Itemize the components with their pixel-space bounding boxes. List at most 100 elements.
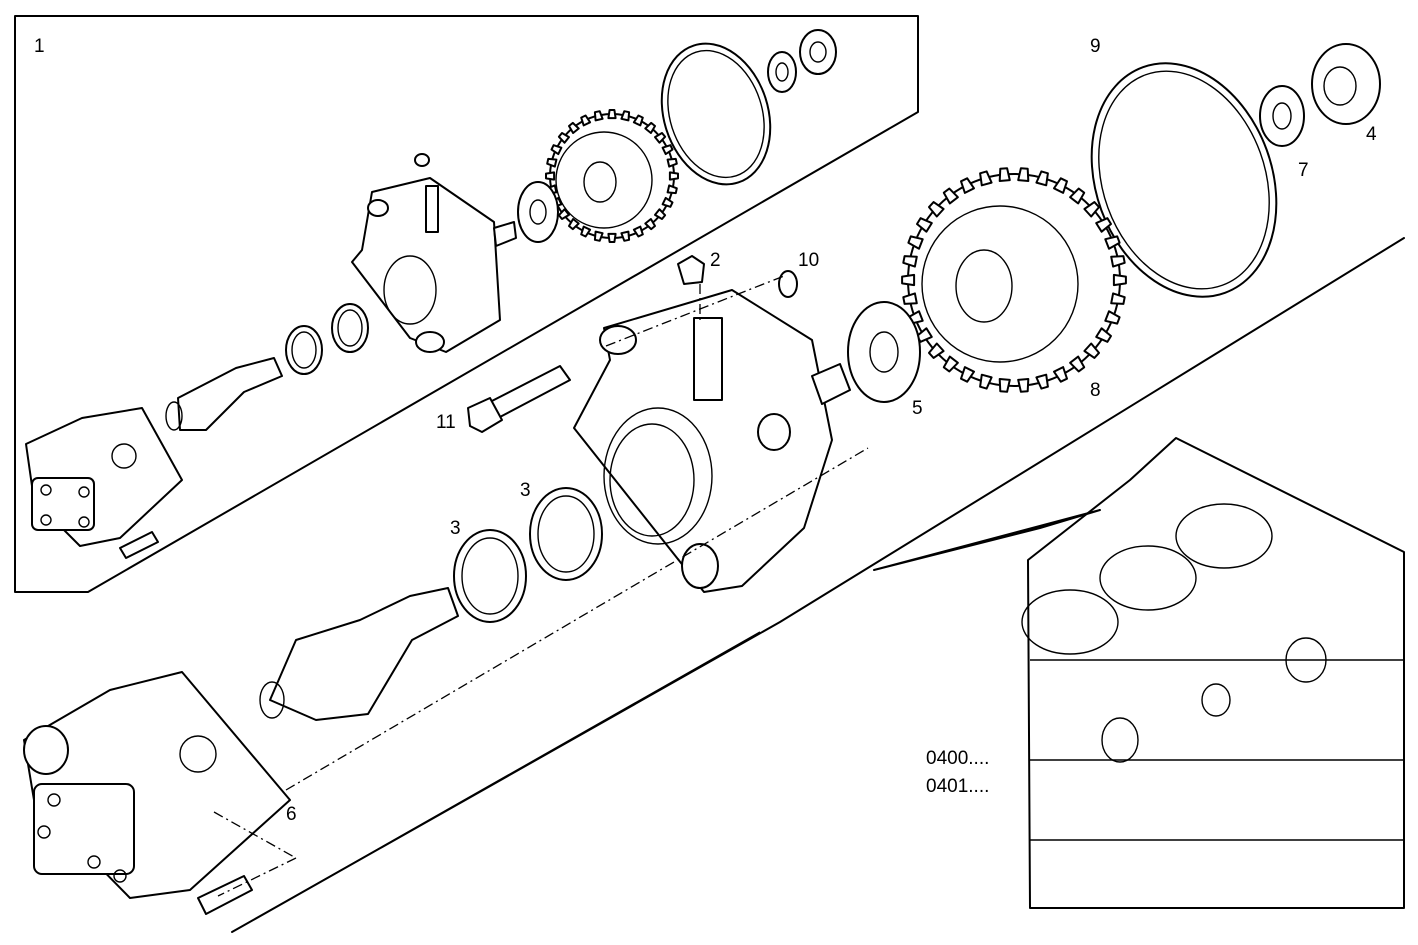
gear-tooth [902,292,918,305]
gear-tooth [1069,187,1086,205]
gear-tooth [960,177,975,194]
gear-tooth [998,378,1011,393]
gear-tooth [1035,373,1049,390]
main-view-frame [231,237,1405,933]
gear-tooth [902,255,918,268]
gear-tooth [654,132,667,144]
callout-4: 4 [1366,124,1377,145]
gear-tooth [644,121,656,134]
gear-tooth [1035,170,1049,187]
inset-pump-unit [25,407,183,547]
nut-4 [1311,43,1381,125]
gear-tooth [1053,366,1068,383]
gear-tooth [666,184,678,195]
callout-11: 11 [436,412,456,433]
gear-tooth [1112,273,1127,287]
gear-tooth [1110,292,1126,305]
callout-10: 10 [798,250,819,271]
gear-tooth [607,232,617,243]
inset-bushing-b [285,325,323,375]
gear-tooth [916,217,933,233]
gear-tooth [557,132,570,144]
pump-housing [573,289,851,593]
gear-tooth [1104,235,1121,250]
inset-screw [119,531,159,559]
gear-8 [901,167,1127,393]
gear-tooth [546,157,558,168]
reference-0401: 0401.... [926,776,989,797]
gear-tooth [580,225,592,238]
gear-tooth [593,110,604,122]
bushing-3-inner [453,529,527,623]
callout-6: 6 [286,804,297,825]
gear-tooth [593,230,604,242]
spacer-5 [847,301,921,403]
gear-tooth [654,208,667,220]
gear-tooth [907,235,924,250]
gear-tooth [661,196,674,208]
reference-codes: 0400.... 0401.... [926,748,989,797]
engine-block-locator [873,437,1405,909]
gear-tooth [666,157,678,168]
gear-tooth [1095,217,1112,233]
callout-labels: 1 2 3 3 4 5 6 7 8 9 10 11 [34,36,1377,825]
gear-tooth [1083,342,1100,359]
gear-tooth [545,171,556,181]
gear-tooth [568,121,580,134]
inset-pump-housing [351,177,517,353]
gear-tooth [928,201,945,218]
gear-tooth [1104,310,1121,325]
callout-5: 5 [912,398,923,419]
gear-tooth [942,355,959,373]
inset-bolt [414,153,430,167]
o-ring-10 [778,270,798,298]
gear-tooth [568,218,580,231]
gear-tooth [1083,201,1100,218]
gear-tooth [979,170,993,187]
gear-tooth [1053,177,1068,194]
gear-tooth [632,114,644,127]
inset-seal-ring [660,42,772,186]
washer-7 [1259,85,1305,147]
gear-tooth [1110,255,1126,268]
inset-spacer [517,181,559,243]
callout-9: 9 [1090,36,1101,57]
inset-nut [799,29,837,75]
gear-tooth [644,218,656,231]
gear-tooth [620,230,631,242]
callout-3-upper: 3 [520,480,531,501]
gear-tooth [1069,355,1086,373]
gear-tooth [942,187,959,205]
gear-tooth [632,225,644,238]
gear-tooth [1017,378,1030,393]
callout-1: 1 [34,36,45,57]
gear-tooth [960,366,975,383]
bushing-3-outer [529,487,603,581]
gear-tooth [661,144,674,156]
pump-unit-6 [23,671,291,899]
gear-tooth [1017,167,1030,182]
callout-7: 7 [1298,160,1309,181]
gear-tooth [668,171,679,181]
gear-tooth [550,144,563,156]
gear-tooth [620,110,631,122]
gear-tooth [979,373,993,390]
gear-tooth [1095,327,1112,343]
bolt-11 [467,365,571,433]
plug-2 [677,255,705,285]
seal-ring-9 [1090,62,1278,298]
gear-tooth [901,273,916,287]
pump-shaft [259,587,459,721]
gear-tooth [607,109,617,120]
screw [197,875,253,915]
inset-washer [767,51,797,93]
centre-lines [213,275,869,897]
callout-3-lower: 3 [450,518,461,539]
gear-tooth [928,342,945,359]
callout-8: 8 [1090,380,1101,401]
gear-tooth [998,167,1011,182]
reference-0400: 0400.... [926,748,989,769]
inset-bushing-a [331,303,369,353]
